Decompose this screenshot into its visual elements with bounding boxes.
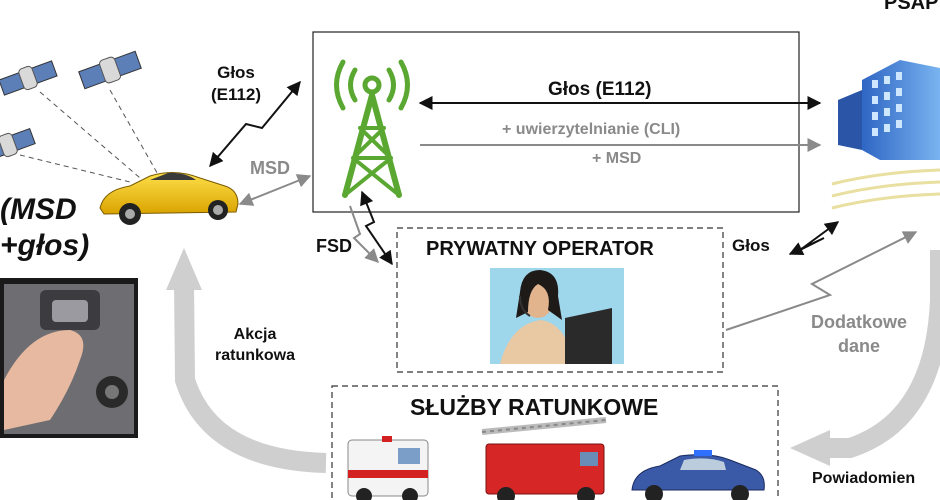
extra-data-line-2: dane: [837, 336, 880, 356]
satellite-icon: [0, 60, 58, 96]
satellites-illustration: [0, 50, 161, 183]
voice-lightning-arrow: [209, 80, 301, 168]
extra-data-label: Dodatkowe dane: [800, 310, 918, 358]
car-illustration: [99, 172, 239, 225]
rescue-action-arrow: [174, 282, 327, 473]
satellite-icon: [0, 127, 36, 163]
voice-e112-left-label: Głos (E112): [196, 62, 276, 106]
police-car-illustration: [631, 450, 765, 500]
private-operator-label: PRYWATNY OPERATOR: [426, 238, 654, 260]
voice-label: Głos: [217, 63, 255, 82]
cell-tower-icon: [334, 59, 410, 198]
msd-voice-label: (MSD +głos): [0, 192, 89, 264]
network-box: [312, 31, 800, 213]
voice-right-label: Głos: [732, 236, 770, 255]
fsd-label: FSD: [316, 236, 352, 256]
msd-voice-line-1: (MSD: [0, 193, 77, 226]
private-operator-box: [396, 227, 724, 373]
extra-data-arrow: [725, 231, 918, 331]
rescue-action-label: Akcja ratunkowa: [205, 324, 305, 366]
auth-cli-label: + uwierzytelnianie (CLI): [502, 121, 681, 138]
rescue-action-line-2: ratunkowa: [214, 347, 295, 364]
msd-voice-line-2: +głos): [0, 229, 90, 262]
voice-right-lightning-arrow: [788, 221, 840, 255]
voice-e112-center-label: Głos (E112): [548, 79, 652, 100]
notification-arrow: [822, 250, 940, 458]
satellite-icon: [78, 50, 142, 90]
extra-data-line-1: Dodatkowe: [810, 312, 907, 332]
notification-label: Powiadomien: [812, 470, 916, 487]
emergency-services-box: [331, 385, 779, 500]
connection-arrows: [166, 80, 940, 473]
psap-label: PSAP: [884, 0, 939, 14]
sos-button-photo: [0, 278, 138, 438]
psap-building-illustration: [831, 60, 940, 210]
fsd-lightning-arrow: [360, 190, 393, 266]
plus-msd-label: + MSD: [592, 150, 642, 167]
e112-label: (E112): [210, 85, 262, 104]
emergency-services-label: SŁUŻBY RATUNKOWE: [410, 394, 659, 420]
msd-arrow: [238, 174, 312, 206]
fsd-grey-arrow: [349, 205, 379, 263]
ambulance-illustration: [347, 436, 429, 500]
operator-illustration: [490, 268, 624, 364]
msd-car-label: MSD: [250, 158, 290, 178]
fire-truck-illustration: [481, 417, 607, 500]
rescue-action-line-1: Akcja: [233, 326, 277, 343]
